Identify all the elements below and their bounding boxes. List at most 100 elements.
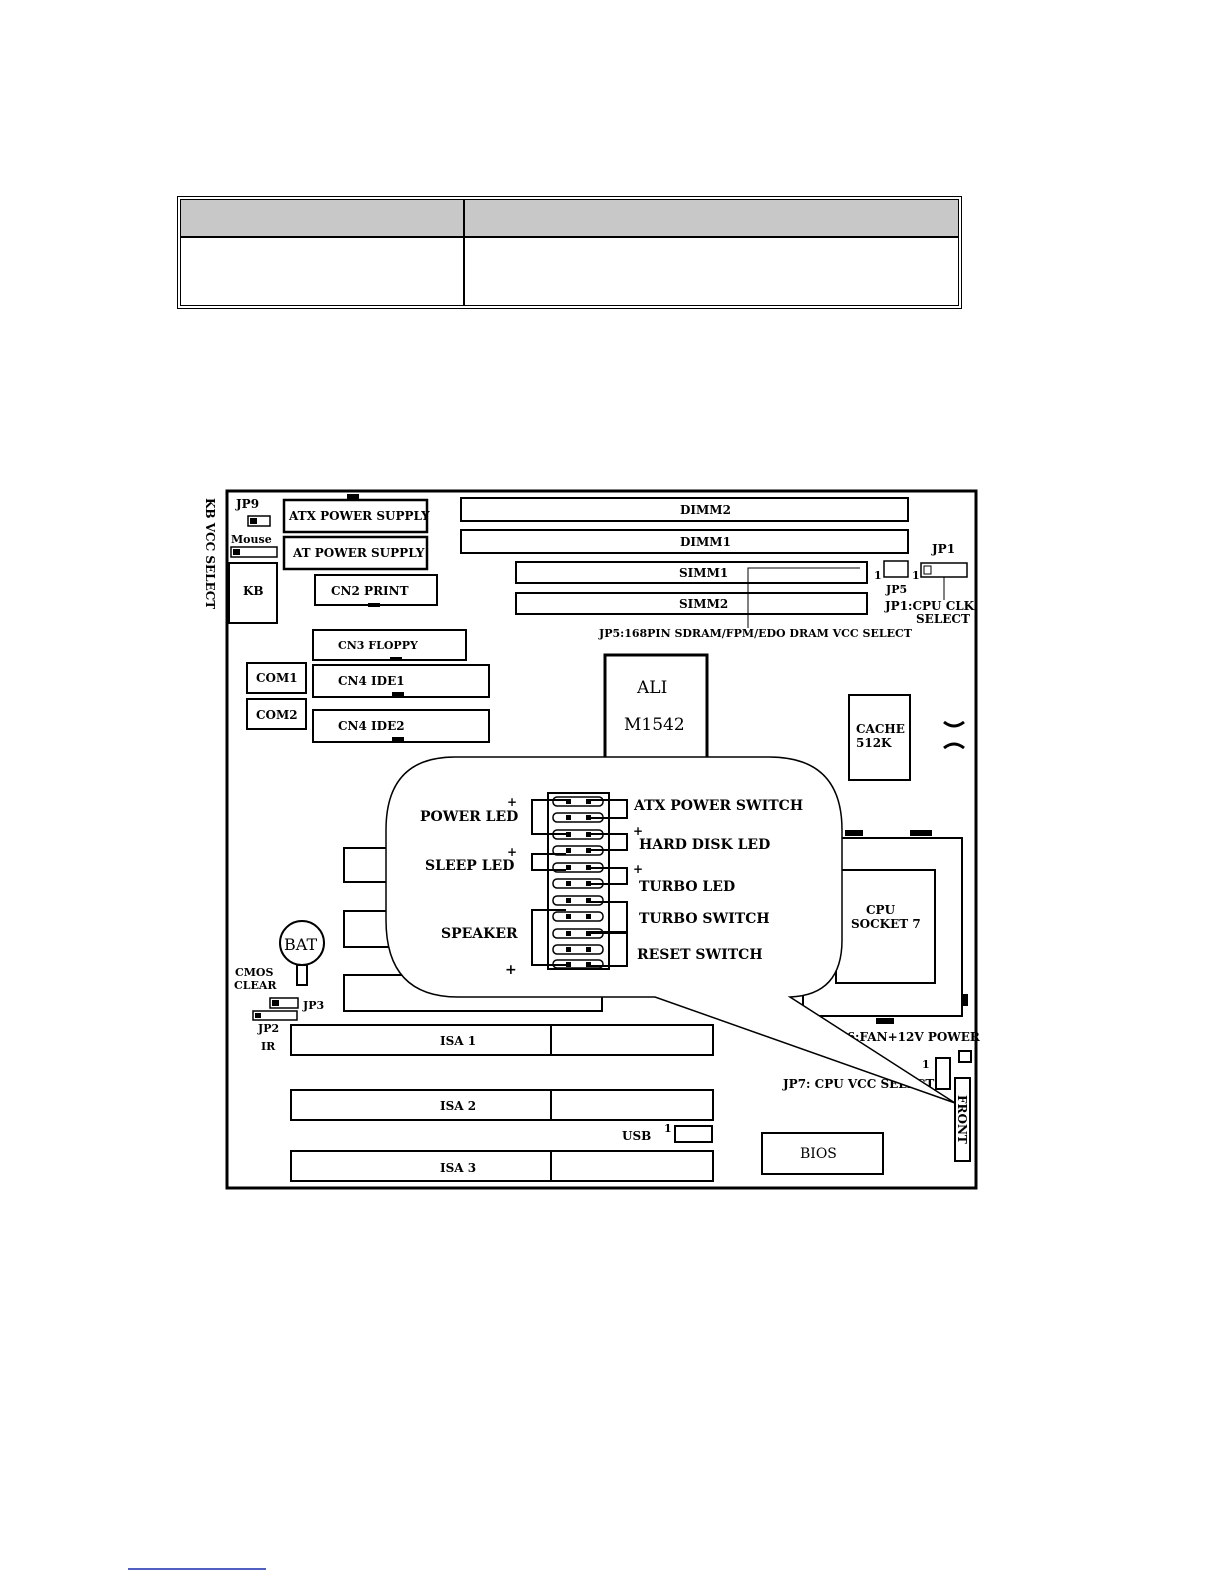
- dimm2-slot: [460, 497, 909, 522]
- at-power-supply-connector: [282, 535, 429, 571]
- front-label: FRONT: [955, 1095, 969, 1144]
- chipset-label-2: M1542: [624, 715, 685, 735]
- jp5-leader: [747, 567, 860, 628]
- cn3-floppy-label: CN3 FLOPPY: [338, 639, 418, 652]
- battery-holder: [296, 964, 308, 986]
- cn3-floppy-key: [390, 657, 402, 661]
- simm2-label: SIMM2: [679, 597, 728, 611]
- jp1-pin1-label: 1: [912, 569, 920, 582]
- jp2-pin: [255, 1013, 261, 1018]
- chipset-label-1: ALI: [636, 678, 667, 698]
- com2-connector: [246, 698, 307, 730]
- front-panel-pin-header: [547, 792, 610, 970]
- right-brackets: [591, 799, 628, 967]
- cpu-clip: [876, 1018, 894, 1024]
- cmos-label-1: CMOS: [235, 966, 274, 979]
- cn2-print-key: [368, 603, 380, 607]
- jp1-desc-line2: SELECT: [916, 612, 970, 626]
- cn2-print-label: CN2 PRINT: [331, 584, 409, 598]
- cache-label-1: CACHE: [856, 722, 905, 736]
- simm1-label: SIMM1: [679, 566, 728, 580]
- cpu-clip: [962, 994, 968, 1006]
- com1-label: COM1: [256, 671, 298, 685]
- cpu-label-1: CPU: [866, 903, 896, 917]
- usb-pin1-label: 1: [664, 1122, 672, 1135]
- jp2-label: JP2: [257, 1022, 279, 1035]
- front-panel-callout: [385, 756, 956, 1104]
- cache-label-2: 512K: [856, 736, 892, 750]
- bios-label: BIOS: [800, 1146, 837, 1162]
- left-brackets: [531, 799, 566, 966]
- at-power-supply-label: AT POWER SUPPLY: [292, 546, 425, 560]
- jp6-header: [958, 1050, 972, 1063]
- isa2-label: ISA 2: [440, 1099, 476, 1113]
- jp5-label: JP5: [885, 583, 907, 596]
- kb-label: KB: [243, 584, 264, 598]
- spec-table: [177, 196, 962, 309]
- jp1-jumper: [920, 562, 968, 578]
- ir-label: IR: [261, 1040, 276, 1053]
- isa1-slot: [290, 1024, 714, 1056]
- kb-vcc-select-label: KB VCC SELECT: [203, 498, 217, 609]
- mouse-connector: [230, 546, 278, 558]
- isa1-label: ISA 1: [440, 1034, 476, 1048]
- sleep-led-label: SLEEP LED: [425, 858, 514, 874]
- com1-connector: [246, 662, 307, 694]
- atx-power-supply-label: ATX POWER SUPPLY: [288, 509, 430, 523]
- ide1-key: [392, 692, 404, 696]
- bios-chip: [761, 1132, 884, 1175]
- front-panel-header: [954, 1077, 971, 1162]
- jp7-pin1-label: 1: [922, 1058, 930, 1071]
- footer-link-underline: [128, 1568, 266, 1570]
- dimm1-slot: [460, 529, 909, 554]
- sleep-led-plus: +: [507, 845, 517, 859]
- atx-power-switch-label: ATX POWER SWITCH: [633, 798, 803, 814]
- kb-connector: [228, 562, 278, 624]
- hdd-led-plus: +: [633, 824, 643, 838]
- jp1-label: JP1: [931, 542, 955, 556]
- jp9-jumper: [247, 515, 271, 527]
- speaker-label: SPEAKER: [441, 926, 518, 942]
- isa3-slot: [290, 1150, 714, 1182]
- table-column-divider: [463, 200, 465, 305]
- jp1-pin: [923, 565, 932, 575]
- isa3-label: ISA 3: [440, 1161, 476, 1175]
- cn4-ide2-label: CN4 IDE2: [338, 719, 405, 733]
- reset-switch-label: RESET SWITCH: [637, 947, 763, 963]
- battery-label: BAT: [284, 935, 317, 954]
- jp5-jumper: [883, 560, 909, 578]
- mouse-pin: [233, 549, 240, 555]
- usb-header: [674, 1125, 713, 1143]
- jp1-desc-line1: JP1:CPU CLK: [884, 599, 975, 613]
- jp6-desc: JP6:FAN+12V POWER: [831, 1030, 981, 1044]
- com2-label: COM2: [256, 708, 298, 722]
- dimm1-label: DIMM1: [680, 535, 731, 549]
- jp3-jumper: [269, 997, 299, 1009]
- ali-chipset: [603, 653, 709, 767]
- ide2-key: [392, 737, 404, 741]
- mouse-label: Mouse: [231, 533, 272, 546]
- jp5-desc: JP5:168PIN SDRAM/FPM/EDO DRAM VCC SELECT: [598, 627, 913, 640]
- jp9-label: JP9: [235, 497, 259, 511]
- jp5-pin1-label: 1: [874, 569, 882, 582]
- cpu-clip: [910, 830, 932, 836]
- simm2-slot: [515, 592, 868, 615]
- cn4-ide2-connector: [312, 709, 490, 743]
- cn3-floppy-connector: [312, 629, 467, 661]
- jp2-connector: [252, 1010, 298, 1021]
- jp3-jumper-cap: [272, 1000, 279, 1006]
- table-header-row: [181, 200, 958, 238]
- cn4-ide1-connector: [312, 664, 490, 698]
- cpu-label-2: SOCKET 7: [851, 917, 921, 931]
- jp7-jumper: [935, 1057, 951, 1090]
- cpu-clip: [845, 830, 863, 836]
- board-outline: [225, 489, 978, 1190]
- crystal-icon: [943, 720, 965, 750]
- turbo-switch-label: TURBO SWITCH: [639, 911, 770, 927]
- simm1-slot: [515, 561, 868, 584]
- turbo-led-label: TURBO LED: [639, 879, 735, 895]
- jp3-label: JP3: [302, 999, 324, 1012]
- cmos-label-2: CLEAR: [234, 979, 277, 992]
- jp9-jumper-cap: [250, 518, 257, 524]
